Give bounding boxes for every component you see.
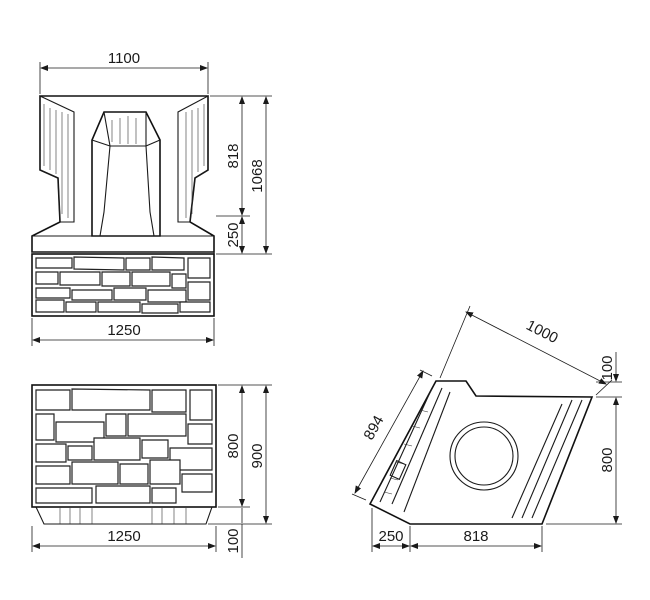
side-foot [35, 506, 213, 525]
dim-base-height: 250 [225, 222, 242, 247]
front-left-wing [39, 95, 75, 223]
angled-view: 894 1000 100 800 250 818 [351, 305, 622, 552]
dim-front-bottom-width: 1250 [107, 322, 140, 339]
dim-side-length: 894 [361, 413, 388, 443]
front-stones [35, 256, 211, 314]
dim-side-total-height: 900 [249, 443, 266, 468]
side-stones [35, 388, 213, 504]
dim-base-left: 250 [378, 528, 403, 545]
dim-top-step: 100 [599, 355, 616, 380]
angled-hole [449, 421, 519, 491]
dim-side-foot-height: 100 [225, 528, 242, 553]
side-view: 1250 800 900 100 [31, 384, 272, 558]
dim-top-width: 1100 [108, 50, 140, 67]
dim-angled-height: 800 [599, 447, 616, 472]
dim-base-right: 818 [463, 528, 488, 545]
front-center-arch [91, 111, 161, 237]
dim-slope-length: 1000 [523, 317, 560, 347]
dim-side-width: 1250 [107, 528, 140, 545]
angled-body [368, 380, 594, 525]
dim-side-height: 800 [225, 433, 242, 458]
front-view: 1100 1250 818 250 1068 [31, 50, 272, 346]
dim-total-height: 1068 [249, 159, 266, 192]
front-right-wing [177, 95, 209, 223]
dim-upper-height: 818 [225, 143, 242, 168]
